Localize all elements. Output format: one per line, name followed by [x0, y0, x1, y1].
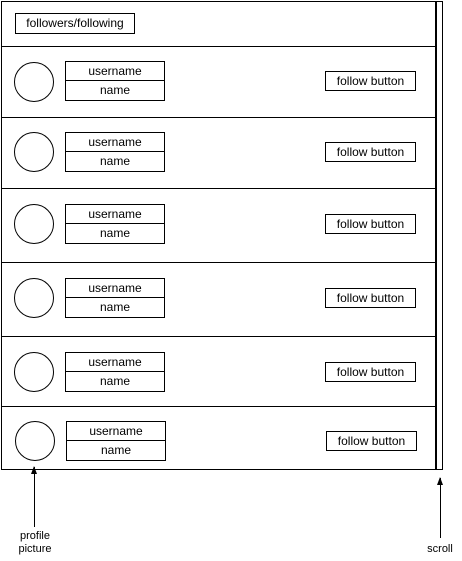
list-item[interactable]: username name follow button	[2, 118, 435, 189]
profile-picture[interactable]	[14, 352, 54, 392]
username-label: username	[66, 62, 164, 81]
follow-button[interactable]: follow button	[325, 214, 416, 234]
name-label: name	[99, 374, 131, 388]
profile-picture[interactable]	[15, 421, 55, 461]
username-label: username	[66, 353, 164, 372]
user-info-box: username name	[65, 352, 165, 392]
list-item[interactable]: username name follow button	[2, 263, 435, 337]
username-label: username	[66, 205, 164, 224]
profile-picture-annotation: profile picture	[10, 530, 60, 556]
list-item[interactable]: username name follow button	[2, 407, 435, 469]
follow-button[interactable]: follow button	[325, 71, 416, 91]
profile-picture[interactable]	[14, 278, 54, 318]
follow-button[interactable]: follow button	[325, 142, 416, 162]
followers-list-frame: followers/following username name follow…	[1, 1, 436, 470]
profile-picture[interactable]	[14, 132, 54, 172]
scrollbar[interactable]	[436, 1, 443, 470]
name-label: name	[100, 443, 132, 457]
list-item[interactable]: username name follow button	[2, 189, 435, 263]
profile-picture[interactable]	[14, 62, 54, 102]
user-info-box: username name	[65, 204, 165, 244]
profile-picture-arrow	[31, 466, 37, 527]
profile-picture[interactable]	[14, 204, 54, 244]
scroll-arrow	[437, 477, 443, 538]
name-label: name	[99, 226, 131, 240]
follow-button[interactable]: follow button	[325, 288, 416, 308]
follow-button[interactable]: follow button	[325, 362, 416, 382]
list-header: followers/following	[2, 2, 435, 47]
list-item[interactable]: username name follow button	[2, 337, 435, 407]
username-label: username	[66, 133, 164, 152]
user-info-box: username name	[65, 278, 165, 318]
user-info-box: username name	[66, 421, 166, 461]
scroll-annotation: scroll	[427, 543, 453, 555]
list-item[interactable]: username name follow button	[2, 47, 435, 118]
name-label: name	[99, 83, 131, 97]
follow-button[interactable]: follow button	[326, 431, 417, 451]
user-info-box: username name	[65, 132, 165, 172]
username-label: username	[67, 422, 165, 441]
username-label: username	[66, 279, 164, 298]
name-label: name	[99, 300, 131, 314]
annotation-line: profile	[20, 530, 50, 542]
followers-following-tab[interactable]: followers/following	[15, 13, 135, 34]
name-label: name	[99, 154, 131, 168]
user-info-box: username name	[65, 61, 165, 101]
annotation-line: picture	[18, 543, 52, 555]
